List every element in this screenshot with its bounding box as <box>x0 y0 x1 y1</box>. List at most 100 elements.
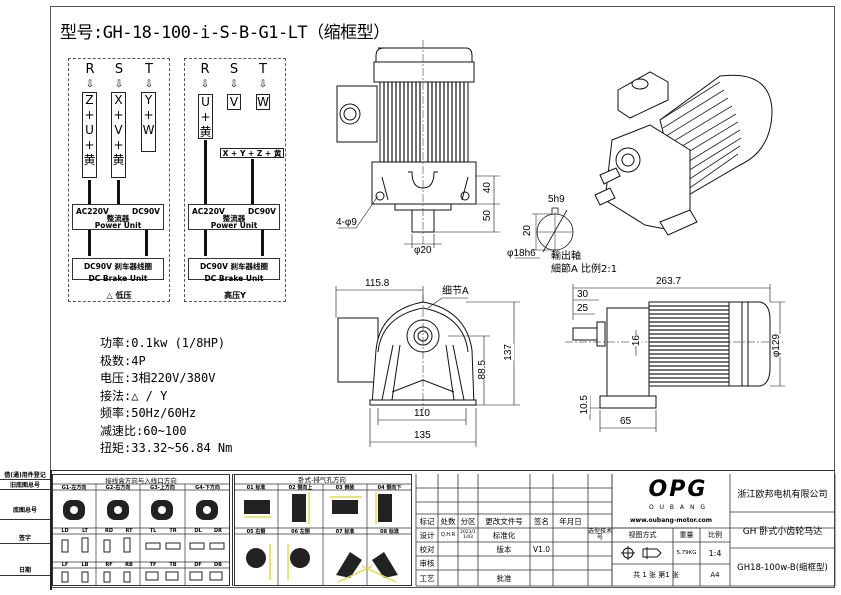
product-name: GH 卧式小齿轮马达 <box>742 526 823 537</box>
weight-value: 5.79KG <box>676 550 697 556</box>
dim-detail-key: 5h9 <box>548 194 565 205</box>
terminal-s: S <box>114 62 124 77</box>
code: RT <box>125 528 133 534</box>
dim-side-length: 263.7 <box>656 276 682 287</box>
mount-head: 08 标准 <box>380 528 399 535</box>
rectifier-low: AC220V DC90V 整流器 Power Unit <box>72 204 164 230</box>
rev-version: V1.0 <box>532 544 551 554</box>
dim-front-detail-ref: 细节A <box>442 286 469 297</box>
arrow-down-icon: ⇩ <box>258 79 268 90</box>
arrow-down-icon: ⇩ <box>85 79 95 90</box>
wiring-high-voltage <box>184 58 286 302</box>
wire <box>88 230 91 256</box>
terminal-r: R <box>85 62 95 77</box>
rev-approve: 批准 <box>496 573 512 583</box>
code: DB <box>214 562 222 568</box>
terminal-group-w: W <box>256 94 270 110</box>
rev-check: 校对 <box>419 544 435 554</box>
mount-head: 07 标准 <box>335 528 355 535</box>
wire <box>88 180 91 204</box>
spec-ratio: 减速比:60~100 <box>100 423 187 438</box>
wire <box>117 180 120 204</box>
mount-title: 卧式-排气孔方向 <box>298 476 346 484</box>
brake-unit-high: DC90V 刹车器线圈 DC Brake Unit <box>188 258 280 283</box>
dim-front-hole-span: 110 <box>414 408 430 419</box>
terminal-s: S <box>229 62 239 77</box>
wire <box>145 230 148 256</box>
model-number: GH18-100w-B(缩框型) <box>737 563 828 573</box>
spec-frequency: 频率:50Hz/60Hz <box>100 406 197 420</box>
rev-review: 审核 <box>419 558 435 568</box>
rev-design-date: 2023/11/03 <box>460 530 476 540</box>
bottom-rule <box>50 470 835 471</box>
arrow-down-icon: ⇩ <box>229 79 239 90</box>
scale-label: 比例 <box>708 531 722 539</box>
terminal-group-2: X+V+黄 <box>111 92 126 178</box>
rev-standard: 标准化 <box>492 530 516 540</box>
code: RD <box>104 528 113 534</box>
strip-old-drawing-no: 旧底图总号 <box>0 480 50 490</box>
terminal-t: T <box>259 62 267 77</box>
rev-designer: Q.H.R <box>440 532 456 538</box>
arrow-down-icon: ⇩ <box>114 79 124 90</box>
code: DR <box>213 528 222 534</box>
strip-borrowed: 借(通)用件登记 <box>0 470 50 480</box>
rev-head-count: 处数 <box>440 516 456 526</box>
rev-version-label: 版本 <box>496 544 512 554</box>
paper-size: A4 <box>710 571 720 579</box>
rev-selection-no: 选型技术号 <box>588 528 613 541</box>
terminal-t: T <box>145 62 153 77</box>
code: DL <box>194 528 202 534</box>
code: TF <box>149 562 157 568</box>
model-title: 型号:GH-18-100-i-S-B-G1-LT（缩框型） <box>60 23 390 43</box>
code: LF <box>61 562 69 568</box>
arrow-down-icon: ⇩ <box>200 79 210 90</box>
mount-head: 04 侧向下 <box>377 484 402 491</box>
spec-torque: 扭矩:33.32~56.84 Nm <box>100 441 233 455</box>
dim-side-base-w: 65 <box>620 416 632 427</box>
code: LB <box>81 562 89 568</box>
code: TR <box>169 528 177 534</box>
junction-head-g3: G3-上方向 <box>150 484 175 491</box>
sheet-count: 共 1 张 第1 张 <box>633 571 679 579</box>
arrow-down-icon: ⇩ <box>144 79 154 90</box>
code: LT <box>82 528 88 534</box>
mount-head: 03 倒装 <box>335 484 355 491</box>
strip-drawing-no: 底图总号 <box>0 500 50 520</box>
rev-process: 工艺 <box>419 573 435 583</box>
strip-signature: 签字 <box>0 532 50 544</box>
spec-voltage: 电压:3相220V/380V <box>100 371 216 385</box>
spec-connection: 接法:△ / Y <box>100 388 168 403</box>
junction-table: 接线盒方向与入线口方向 <box>52 474 230 586</box>
projection-symbol-icon <box>621 546 662 560</box>
terminal-group-3: Y+W <box>141 92 156 152</box>
terminal-group-v: V <box>227 94 241 110</box>
dim-top-shaft: φ20 <box>414 245 432 256</box>
brake-unit-low: DC90V 刹车器线圈 DC Brake Unit <box>72 258 164 283</box>
code: TL <box>149 528 157 534</box>
company-logo-sub: O U B A N G <box>648 504 707 511</box>
mount-table <box>232 474 412 586</box>
company-website[interactable]: www.oubang-motor.com <box>630 517 712 524</box>
mount-head: 05 右侧 <box>246 528 266 535</box>
wire <box>204 140 207 204</box>
scale-value: 1:4 <box>708 548 722 558</box>
wire <box>261 230 264 256</box>
dim-front-base-w: 135 <box>414 430 431 441</box>
mount-head: 06 左侧 <box>291 528 310 535</box>
code: DF <box>194 562 202 568</box>
terminal-r: R <box>200 62 210 77</box>
rev-design: 设计 <box>419 530 435 540</box>
weight-label: 重量 <box>679 531 694 539</box>
code: RB <box>125 562 133 568</box>
junction-head-g1: G1-左方向 <box>61 484 87 491</box>
terminal-group-u: U+黄 <box>198 94 213 139</box>
rev-head-sign: 签名 <box>534 516 549 526</box>
dim-detail-shaft: φ18h6 <box>507 248 536 259</box>
